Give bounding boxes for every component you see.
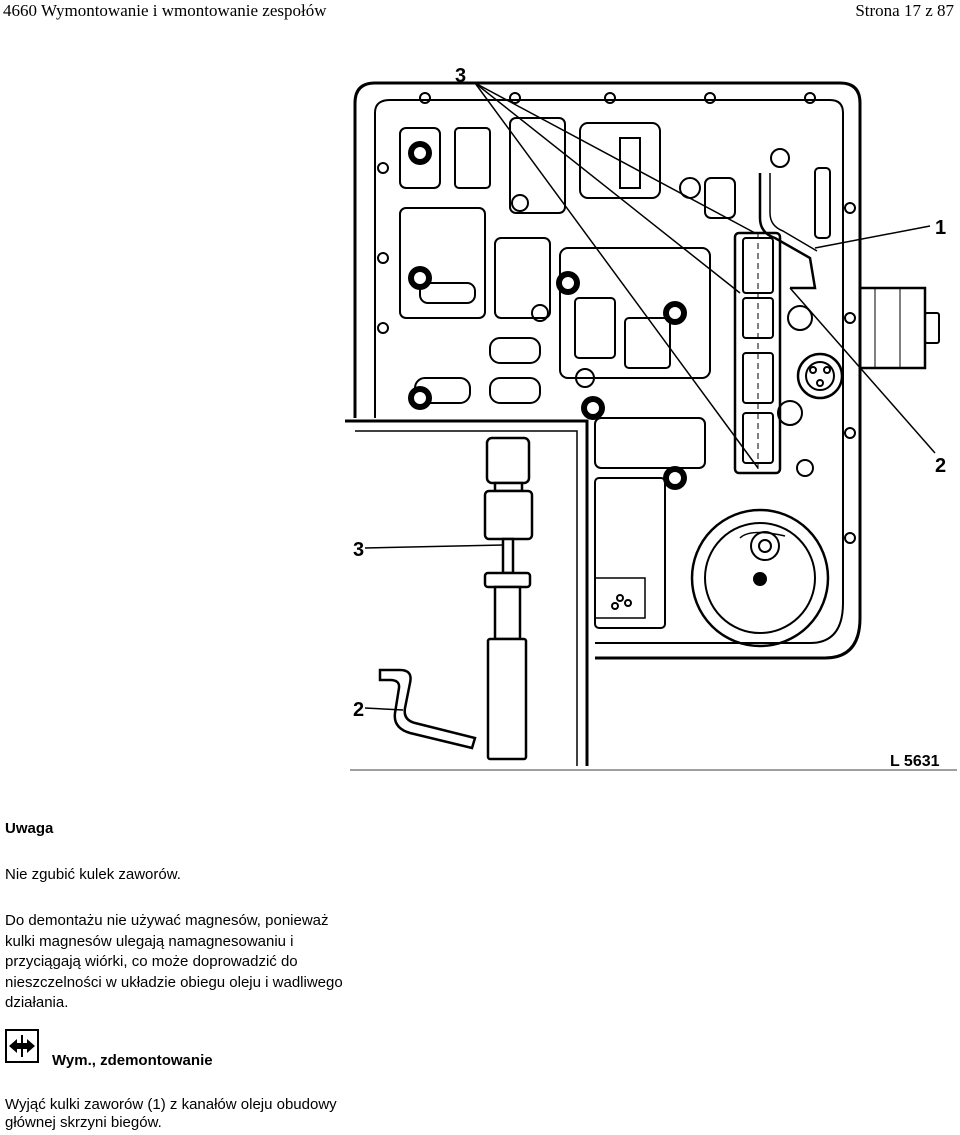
note-heading: Uwaga — [5, 820, 54, 837]
callout-2-left: 2 — [353, 699, 364, 721]
callout-3-top: 3 — [455, 65, 466, 87]
callout-3-left: 3 — [353, 539, 364, 561]
document-header-title: 4660 Wymontowanie i wmontowanie zespołów — [3, 1, 327, 20]
operation-instruction: Wyjąć kulki zaworów (1) z kanałów oleju … — [5, 1096, 337, 1131]
note-line: Nie zgubić kulek zaworów. — [5, 866, 181, 883]
note-paragraph: Do demontażu nie używać magnesów, poniew… — [5, 912, 343, 1011]
valve-body-illustration: 3 1 2 3 2 L 5631 — [345, 65, 957, 771]
operation-title: Wym., zdemontowanie — [52, 1052, 213, 1069]
callout-1: 1 — [935, 217, 946, 239]
remove-install-arrows-icon — [5, 1029, 39, 1063]
callout-2-right: 2 — [935, 455, 946, 477]
figure-code: L 5631 — [890, 753, 940, 770]
page-number: Strona 17 z 87 — [855, 1, 954, 20]
